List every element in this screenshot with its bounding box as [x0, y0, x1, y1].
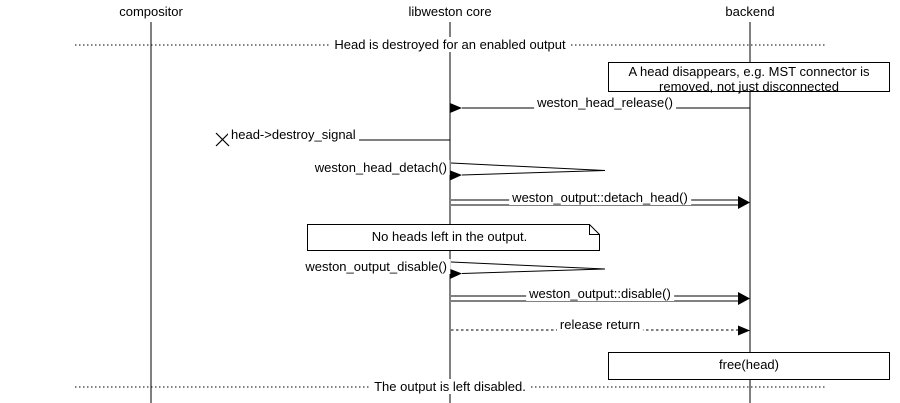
note-head-disappears-shape: [608, 62, 890, 92]
divider-label-head-destroyed: Head is destroyed for an enabled output: [330, 37, 570, 52]
message-label-weston-head-detach: weston_head_detach(): [311, 160, 450, 175]
participant-label-compositor[interactable]: compositor: [119, 4, 183, 19]
message-label-weston-output-disable: weston_output::disable(): [526, 286, 674, 301]
note-no-heads-shape: [307, 224, 600, 251]
box-free-head-shape: [608, 352, 890, 380]
arrow-weston-head-detach-selfloop: [449, 162, 606, 181]
message-label-weston-head-release: weston_head_release(): [534, 95, 676, 110]
arrow-weston-output-disable-selfloop: [449, 261, 606, 279]
participant-label-libweston-core[interactable]: libweston core: [408, 4, 492, 19]
box-free-head-label: free(head): [719, 357, 779, 372]
message-label-release-return: release return: [556, 317, 644, 332]
arrow-release-return: [451, 325, 750, 336]
message-label-head-destroy-signal: head->destroy_signal: [228, 127, 359, 142]
message-label-weston-output-disable-call: weston_output_disable(): [302, 259, 450, 274]
divider-label-output-disabled: The output is left disabled.: [370, 379, 530, 394]
participant-label-backend[interactable]: backend: [725, 4, 775, 19]
message-label-weston-output-detach-head: weston_output::detach_head(): [509, 190, 691, 205]
